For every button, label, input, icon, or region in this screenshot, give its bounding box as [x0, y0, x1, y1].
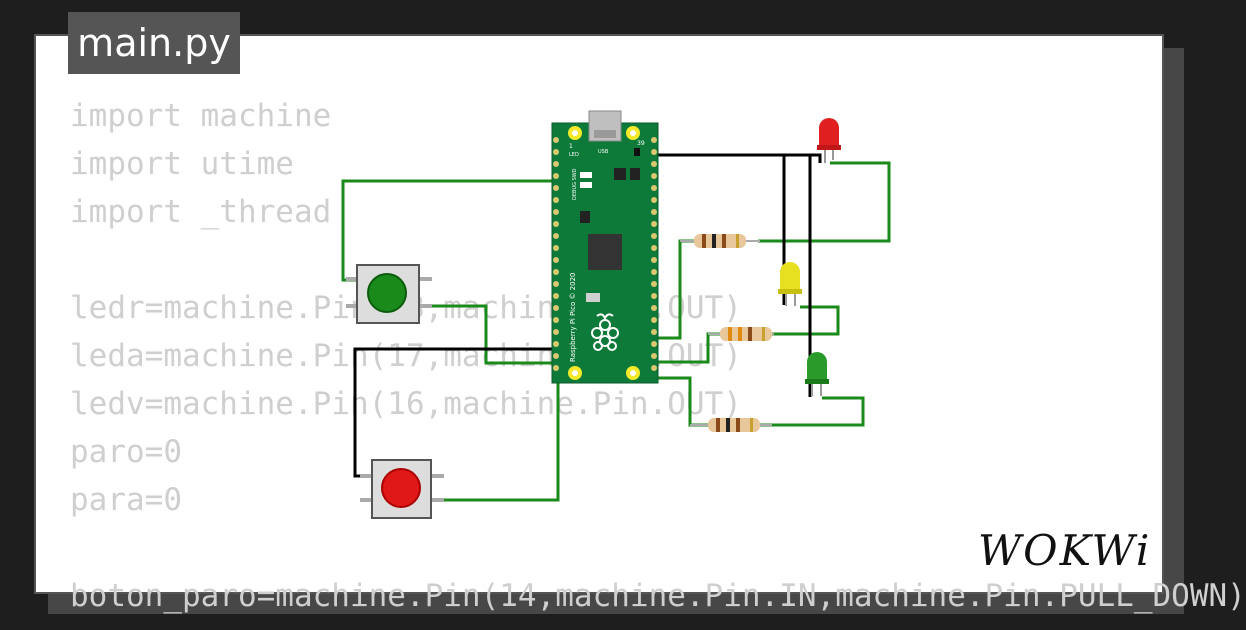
- debug-label: DEBUG SWD: [572, 168, 578, 200]
- pin-1-label: 1: [569, 143, 573, 150]
- pushbutton-green[interactable]: [346, 264, 432, 324]
- pico-board[interactable]: 1 39 LED USB DEBUG SWD Raspberry Pi Pico…: [551, 110, 659, 384]
- wire: [420, 304, 553, 365]
- raspberry-logo-icon: [591, 313, 619, 351]
- wire: [760, 396, 865, 427]
- wire: [658, 376, 710, 427]
- rp2040-chip-icon: [588, 234, 622, 270]
- code-line: import machine: [70, 98, 332, 134]
- led-yellow[interactable]: [778, 262, 802, 306]
- resistor[interactable]: [680, 234, 760, 248]
- code-line: para=0: [70, 482, 182, 518]
- wire: [650, 153, 822, 163]
- led-red[interactable]: [817, 118, 841, 163]
- code-line: import utime: [70, 146, 294, 182]
- circuit-diagram: 1 39 LED USB DEBUG SWD Raspberry Pi Pico…: [341, 110, 891, 519]
- pin-39-label: 39: [637, 140, 645, 147]
- wire: [770, 305, 840, 336]
- file-tab[interactable]: main.py: [68, 12, 240, 74]
- resistor[interactable]: [690, 418, 772, 432]
- wire: [432, 378, 560, 502]
- wire: [353, 347, 553, 478]
- usb-label: USB: [598, 149, 609, 155]
- resistor[interactable]: [708, 327, 774, 341]
- pushbutton-red[interactable]: [360, 459, 444, 519]
- wokwi-logo: WOKWi: [978, 526, 1152, 575]
- led-label: LED: [569, 152, 579, 158]
- code-line: ledv=machine.Pin(16,machine.Pin.OUT): [70, 386, 742, 422]
- green-wires: [341, 161, 891, 502]
- wire: [758, 161, 891, 243]
- code-line: boton_paro=machine.Pin(14,machine.Pin.IN…: [70, 578, 1246, 614]
- wire: [658, 239, 700, 340]
- code-line: paro=0: [70, 434, 182, 470]
- led-green[interactable]: [805, 352, 829, 396]
- board-name-label: Raspberry Pi Pico © 2020: [569, 273, 577, 363]
- code-line: import _thread: [70, 194, 332, 230]
